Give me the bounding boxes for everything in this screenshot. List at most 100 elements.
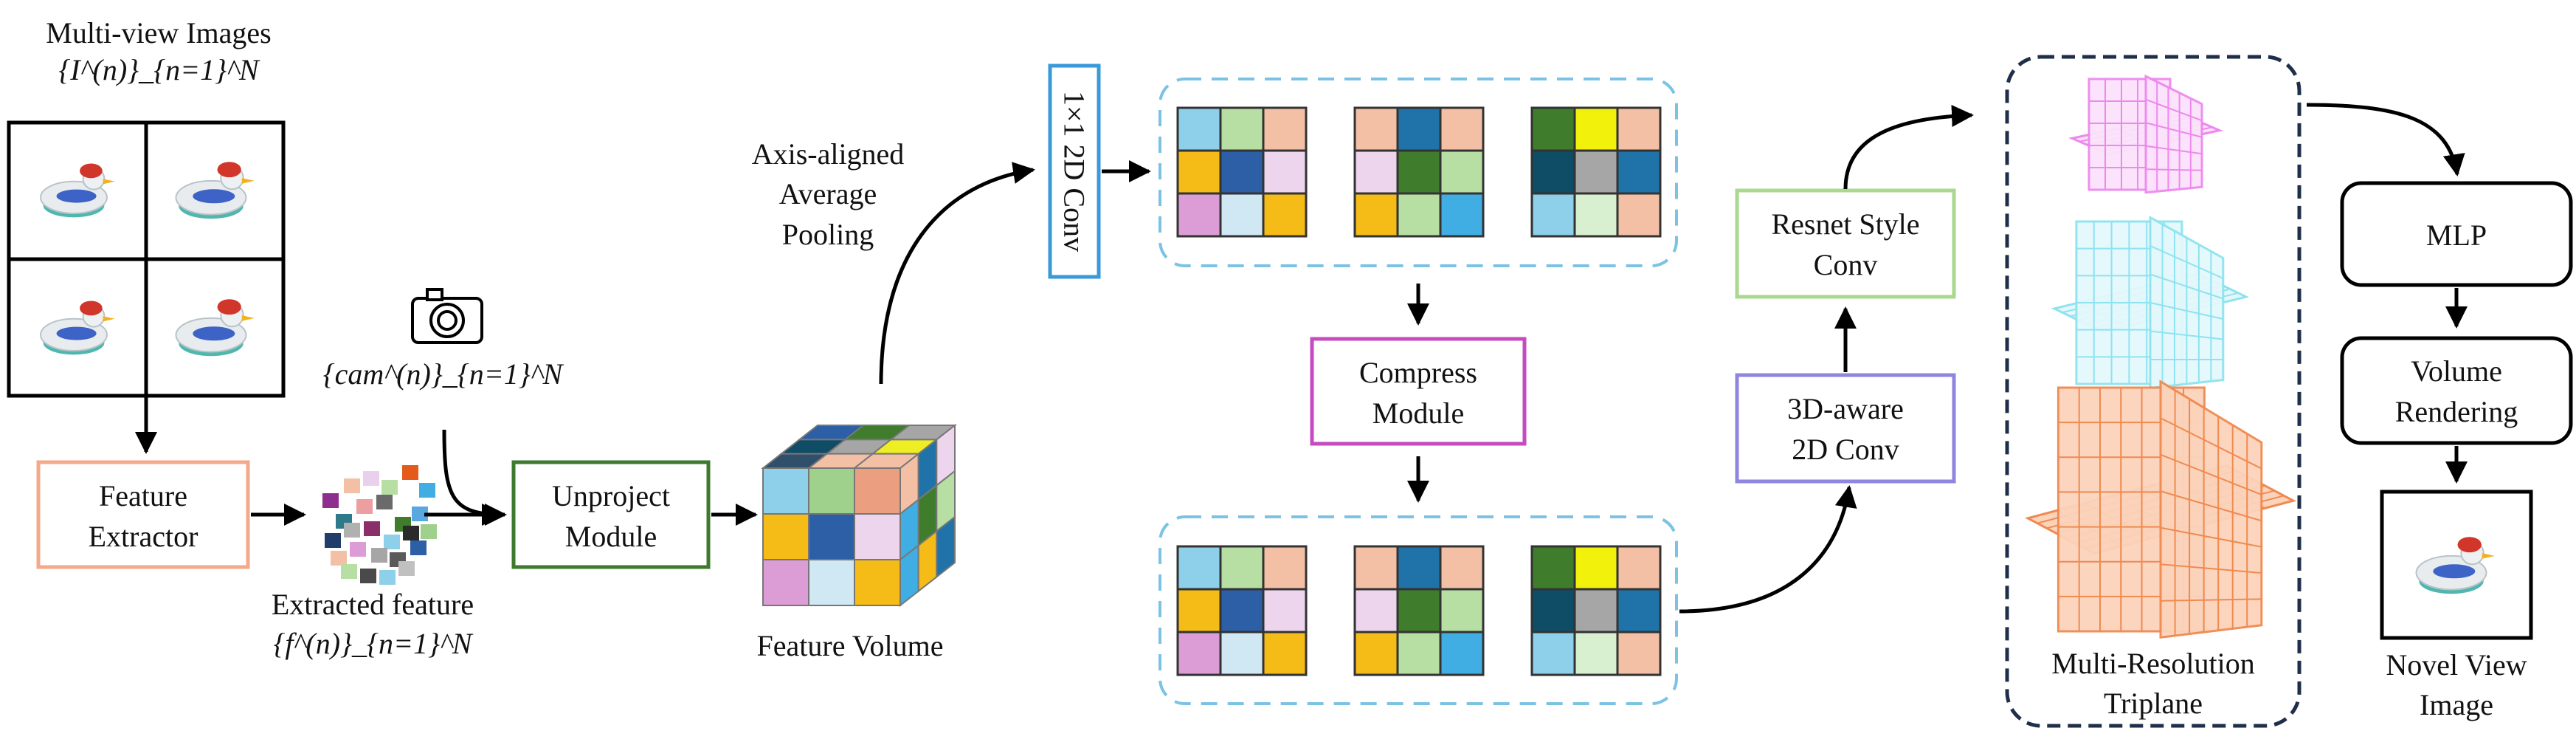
triplane-grid-line	[2145, 145, 2203, 155]
bottom-plane-group	[1158, 515, 1678, 705]
triplane-grid-line	[2160, 563, 2262, 574]
plane-cell	[1530, 631, 1576, 676]
plane-cell	[1353, 149, 1399, 195]
feature-plane-3	[1530, 106, 1662, 238]
duck-beak	[241, 178, 255, 184]
plane-cell	[1176, 149, 1222, 195]
feature-tile	[364, 521, 380, 536]
plane-cell	[1439, 631, 1485, 676]
resnet-conv-box: Resnet Style Conv	[1735, 188, 1956, 299]
plane-cell	[1396, 192, 1442, 238]
feature-plane-2	[1353, 106, 1485, 238]
plane-cell	[1573, 192, 1619, 238]
plane-cell	[1396, 545, 1442, 591]
plane-cell	[1573, 631, 1619, 676]
plane-cell	[1530, 588, 1576, 634]
unproject-label-2: Module	[565, 520, 657, 553]
camera-math: {cam^(n)}_{n=1}^N	[323, 357, 564, 391]
feature-tile	[325, 533, 341, 548]
compress-label-2: Module	[1372, 396, 1464, 430]
plane-cell	[1262, 192, 1308, 238]
feature-tile	[403, 526, 419, 540]
triplane-label-1: Multi-Resolution	[2051, 647, 2255, 680]
triplane-1	[2068, 74, 2223, 194]
aware-conv-box: 3D-aware 2D Conv	[1735, 373, 1956, 484]
cube-front-cell	[808, 559, 855, 606]
plane-cell	[1616, 192, 1662, 238]
feature-volume-label: Feature Volume	[757, 629, 944, 662]
plane-cell	[1439, 545, 1485, 591]
plane-cell	[1219, 106, 1265, 152]
volume-rendering-box: Volume Rendering	[2340, 336, 2573, 445]
compress-label-1: Compress	[1359, 356, 1477, 389]
feature-tile	[379, 570, 396, 585]
feature-tile	[363, 471, 379, 486]
extracted-feature-tiles	[322, 465, 437, 585]
plane-cell	[1176, 631, 1222, 676]
cube-front-cell	[808, 513, 855, 560]
feature-tile	[322, 493, 339, 508]
pooling-label-1: Axis-aligned	[752, 137, 905, 171]
duck-hat	[217, 299, 241, 315]
feature-tile	[344, 478, 360, 493]
triplane-3	[2024, 380, 2297, 639]
aware-conv-label-1: 3D-aware	[1787, 392, 1904, 425]
triplane-grid-line	[2145, 98, 2203, 122]
unproject-module-box: Unproject Module	[511, 460, 711, 569]
duck-inner	[2433, 564, 2476, 579]
plane-cell	[1439, 588, 1485, 634]
plane-cell	[1353, 588, 1399, 634]
duck-1	[40, 163, 115, 218]
feature-extractor-box: Feature Extractor	[36, 460, 250, 569]
plane-cell	[1530, 149, 1576, 195]
plane-cell	[1616, 631, 1662, 676]
cube-front-cell	[854, 467, 901, 515]
volume-rendering-label-1: Volume	[2411, 354, 2502, 388]
unproject-label-1: Unproject	[552, 479, 670, 512]
resnet-label-1: Resnet Style	[1771, 207, 1919, 241]
plane-cell	[1219, 149, 1265, 195]
plane-cell	[1396, 106, 1442, 152]
feature-plane-3	[1530, 545, 1662, 676]
novel-view-duck	[2415, 537, 2495, 594]
plane-cell	[1530, 106, 1576, 152]
pooling-label-2: Average	[779, 177, 877, 210]
volume-rendering-label-2: Rendering	[2395, 395, 2518, 428]
multiview-title: Multi-view Images	[46, 16, 272, 49]
plane-cell	[1353, 192, 1399, 238]
bottom-feature-planes	[1176, 545, 1662, 676]
feature-plane-1	[1176, 106, 1308, 238]
plane-cell	[1353, 545, 1399, 591]
top-feature-planes	[1176, 106, 1662, 238]
triplane-yz	[2159, 380, 2263, 639]
plane-cell	[1353, 106, 1399, 152]
plane-cell	[1439, 192, 1485, 238]
feature-tile	[384, 535, 400, 549]
duck-beak	[2482, 553, 2495, 559]
mlp-label: MLP	[2426, 219, 2487, 252]
duck-inner	[56, 189, 97, 203]
feature-tile	[402, 465, 418, 480]
plane-cell	[1176, 192, 1222, 238]
plane-cell	[1573, 106, 1619, 152]
plane-cell	[1176, 106, 1222, 152]
duck-beak	[103, 316, 115, 322]
duck-inner	[56, 326, 97, 340]
plane-cell	[1262, 149, 1308, 195]
duck-hat	[217, 162, 241, 178]
cube-front-cell	[854, 559, 901, 606]
feature-tile	[412, 507, 428, 521]
cube-front-cell	[762, 467, 809, 515]
cube-front-cell	[762, 513, 809, 560]
feature-tile	[410, 540, 427, 555]
camera-icon	[411, 288, 483, 344]
duck-inner	[193, 189, 235, 204]
feature-tile	[371, 548, 387, 563]
plane-cell	[1573, 149, 1619, 195]
plane-cell	[1530, 192, 1576, 238]
conv1x1-box: 1×1 2D Conv	[1048, 63, 1101, 279]
plane-cell	[1262, 631, 1308, 676]
duck-hat	[80, 163, 103, 179]
feature-plane-1	[1176, 545, 1308, 676]
